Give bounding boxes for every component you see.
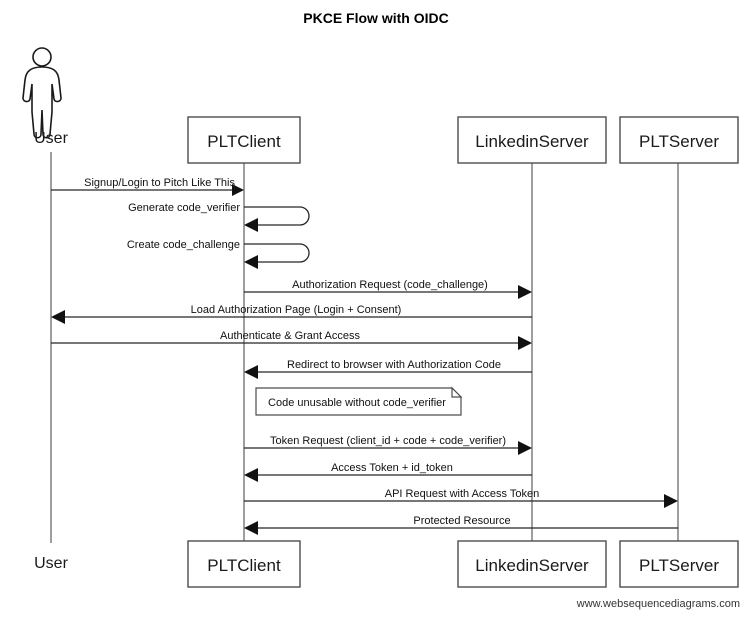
participant-label-pltclient-top: PLTClient [207,132,281,151]
participant-pltserver-bottom[interactable]: PLTServer [619,540,739,588]
message-label-8: Token Request (client_id + code + code_v… [270,435,506,447]
message-label-7: Redirect to browser with Authorization C… [287,359,501,371]
message-redirect-authorization-code[interactable]: Redirect to browser with Authorization C… [244,359,532,379]
message-create-code-challenge[interactable]: Create code_challenge [127,239,310,269]
participant-label-pltserver-bottom: PLTServer [639,556,719,575]
participant-pltclient-top[interactable]: PLTClient [187,116,301,164]
actor-label-user-bottom: User [34,555,68,572]
participant-pltclient-bottom[interactable]: PLTClient [187,540,301,588]
participant-pltserver-top[interactable]: PLTServer [619,116,739,164]
page-title: PKCE Flow with OIDC [303,10,448,26]
note-code-unusable: Code unusable without code_verifier [255,386,463,416]
message-authenticate-grant-access[interactable]: Authenticate & Grant Access [51,330,532,350]
message-label-1: Signup/Login to Pitch Like This [84,177,235,189]
participant-label-linkedinserver-top: LinkedinServer [475,132,589,151]
message-api-request[interactable]: API Request with Access Token [244,488,678,508]
participant-label-pltclient-bottom: PLTClient [207,556,281,575]
message-access-token[interactable]: Access Token + id_token [244,462,532,482]
message-label-11: Protected Resource [413,515,510,527]
message-label-10: API Request with Access Token [385,488,540,500]
message-label-2: Generate code_verifier [128,202,240,214]
message-label-6: Authenticate & Grant Access [220,330,361,342]
participant-linkedinserver-top[interactable]: LinkedinServer [457,116,607,164]
participant-linkedinserver-bottom[interactable]: LinkedinServer [457,540,607,588]
message-authorization-request[interactable]: Authorization Request (code_challenge) [244,279,532,299]
message-label-4: Authorization Request (code_challenge) [292,279,488,291]
message-protected-resource[interactable]: Protected Resource [244,515,678,535]
actor-label-user-top: User [34,130,68,147]
participant-label-linkedinserver-bottom: LinkedinServer [475,556,589,575]
participant-label-pltserver-top: PLTServer [639,132,719,151]
message-signup-login[interactable]: Signup/Login to Pitch Like This [51,177,244,196]
footer-watermark: www.websequencediagrams.com [576,598,740,610]
message-label-5: Load Authorization Page (Login + Consent… [191,304,402,316]
message-generate-code-verifier[interactable]: Generate code_verifier [128,202,310,232]
message-token-request[interactable]: Token Request (client_id + code + code_v… [244,435,532,455]
message-label-3: Create code_challenge [127,239,240,251]
note-label-1: Code unusable without code_verifier [268,397,446,409]
message-load-authorization-page[interactable]: Load Authorization Page (Login + Consent… [51,304,532,324]
message-label-9: Access Token + id_token [331,462,453,474]
actor-user-figure [22,47,62,139]
